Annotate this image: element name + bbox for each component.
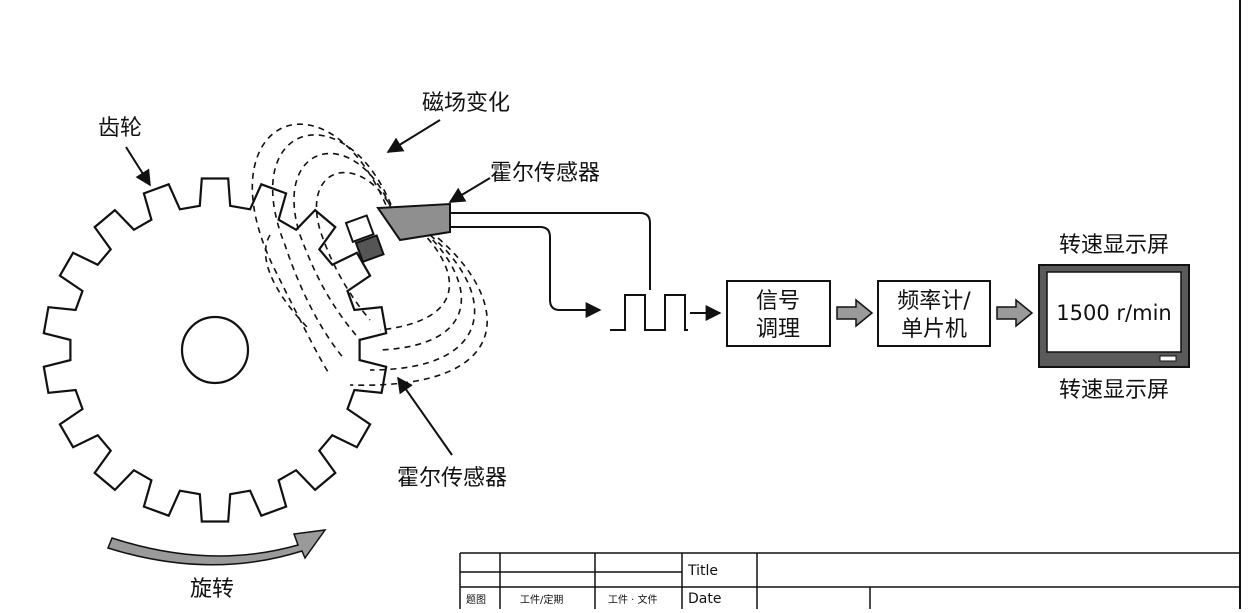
title-block-col3: 工件 · 文件 — [608, 593, 658, 606]
display-screen — [1046, 271, 1182, 353]
sensor-cable-1 — [450, 212, 651, 290]
frequency-counter-line2: 单片机 — [901, 317, 967, 342]
rotation-arrow — [107, 529, 327, 566]
hall-sensor-element — [344, 214, 385, 264]
hall-sensor-head — [376, 202, 451, 242]
signal-conditioning-box — [726, 280, 831, 347]
gear — [42, 177, 388, 523]
frequency-counter-line1: 频率计/ — [897, 289, 971, 314]
title-block-col1: 题图 — [466, 594, 486, 606]
title-block-col2: 工件/定期 — [520, 593, 563, 606]
title-block — [459, 552, 1240, 609]
flow-arrow-2 — [996, 298, 1034, 328]
pulse-waveform — [610, 294, 688, 331]
gear-label-arrow — [125, 146, 151, 187]
signal-conditioning-line1: 信号 — [756, 289, 800, 314]
magnetic-change-arrow — [386, 119, 441, 153]
rotation-label: 旋转 — [190, 577, 234, 602]
signal-conditioning-line2: 调理 — [756, 317, 800, 342]
hall-sensor-label-top: 霍尔传感器 — [490, 161, 600, 186]
date-field-label: Date — [688, 591, 721, 607]
magnetic-change-label: 磁场变化 — [422, 91, 510, 116]
hall-sensor-label-bottom: 霍尔传感器 — [397, 466, 507, 491]
hall-sensor-arrow-bottom — [397, 376, 453, 456]
display-title-top: 转速显示屏 — [1059, 233, 1169, 258]
display-power-led — [1159, 355, 1177, 362]
gear-label: 齿轮 — [98, 116, 142, 141]
flow-arrow-1 — [836, 298, 874, 328]
sensor-cable-2 — [450, 226, 602, 318]
display-reading: 1500 r/min — [1056, 301, 1171, 325]
frequency-counter-box — [877, 280, 991, 347]
display-title-bottom: 转速显示屏 — [1059, 378, 1169, 403]
hall-sensor-arrow-top — [448, 177, 491, 203]
title-field-label: Title — [687, 563, 718, 579]
gear-hub — [180, 315, 250, 385]
